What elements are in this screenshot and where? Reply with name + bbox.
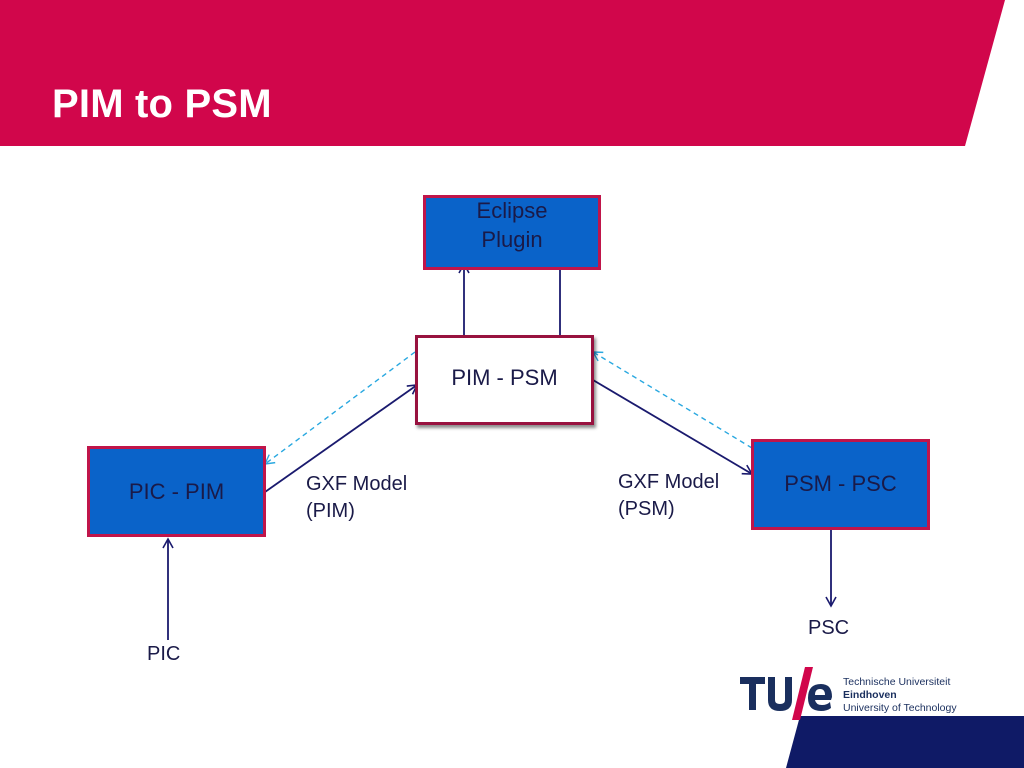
eclipse-plugin-node: Eclipse Plugin <box>423 195 601 270</box>
pic-pim-label: PIC - PIM <box>128 478 225 504</box>
pim-psm-label: PIM - PSM <box>451 365 558 390</box>
tue-logo-text: Technische Universiteit Eindhoven Univer… <box>843 676 957 715</box>
pic-label: PIC <box>147 643 181 665</box>
dashed-arrow-to-pim-psm <box>591 351 753 449</box>
slide-title: PIM to PSM <box>52 82 272 126</box>
psc-label: PSC <box>808 617 850 639</box>
corner-accent <box>786 716 1024 768</box>
logo-line-3: University of Technology <box>843 702 957 714</box>
pic-pim-node: PIC - PIM <box>87 446 266 537</box>
arrow-pic-pim-to-pim-psm <box>264 384 419 493</box>
pim-psm-node: PIM - PSM <box>415 335 594 425</box>
gxf-model-psm-label: GXF Model (PSM) <box>618 471 720 520</box>
logo-line-2: Eindhoven <box>843 689 897 701</box>
arrow-pim-psm-to-psm-psc <box>592 379 754 475</box>
logo-line-1: Technische Universiteit <box>843 676 951 688</box>
psm-psc-node: PSM - PSC <box>751 439 930 530</box>
psm-psc-label: PSM - PSC <box>784 470 897 496</box>
dashed-arrow-to-pic-pim <box>263 351 416 465</box>
eclipse-plugin-label: Eclipse Plugin <box>476 197 548 252</box>
gxf-model-pim-label: GXF Model (PIM) <box>306 473 408 522</box>
header-band <box>0 0 1005 146</box>
tue-logo-mark <box>740 667 832 720</box>
